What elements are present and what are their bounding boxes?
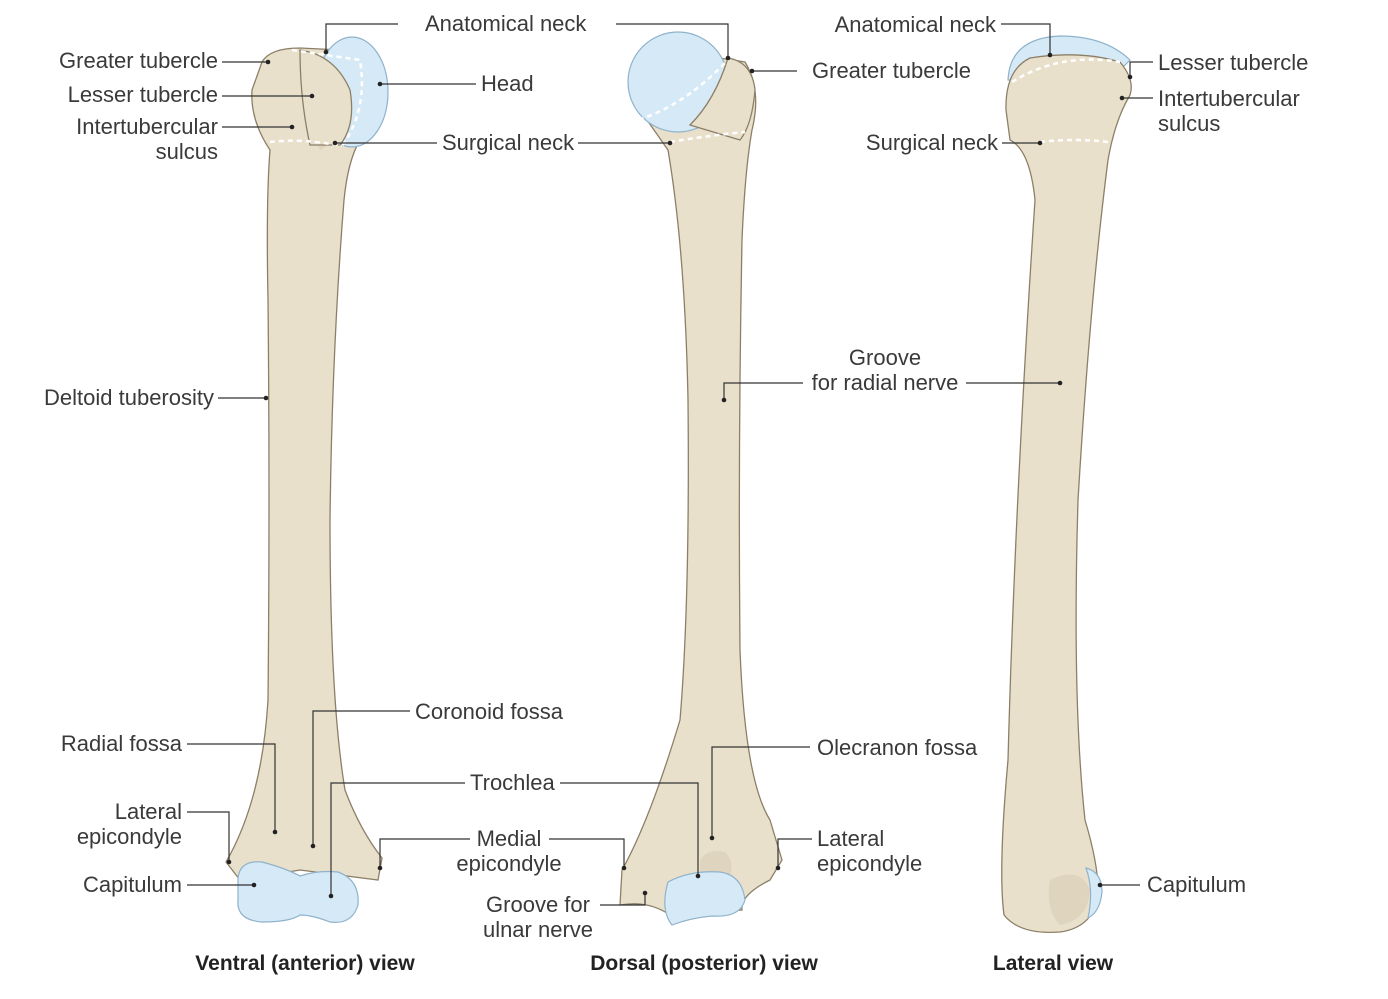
- humerus-lateral: [1001, 35, 1132, 934]
- label-line: Groove: [848, 345, 922, 370]
- label-line: ulnar nerve: [482, 917, 594, 942]
- label-trochlea: Trochlea: [470, 770, 555, 795]
- label-line: Intertubercular: [76, 114, 218, 139]
- label-radial-fossa: Radial fossa: [60, 731, 182, 756]
- humerus-dorsal: [619, 31, 783, 926]
- label-deltoid-tuberosity: Deltoid tuberosity: [44, 385, 214, 410]
- label-capitulum-ventral: Capitulum: [82, 872, 182, 897]
- label-olecranon-fossa: Olecranon fossa: [817, 735, 978, 760]
- title-lateral-view: Lateral view: [992, 952, 1114, 975]
- title-ventral-view: Ventral (anterior) view: [195, 952, 415, 975]
- label-line: epicondyle: [456, 851, 562, 876]
- label-lesser-tubercle-ventral: Lesser tubercle: [67, 82, 218, 107]
- capitulum-cartilage: [1085, 867, 1103, 920]
- title-dorsal-view: Dorsal (posterior) view: [590, 952, 818, 975]
- label-line: epicondyle: [76, 824, 182, 849]
- label-line: sulcus: [1158, 111, 1221, 136]
- label-surgical-neck: Surgical neck: [442, 130, 575, 155]
- label-anatomical-neck-ventral: Anatomical neck: [425, 11, 587, 36]
- label-anatomical-neck-lateral: Anatomical neck: [834, 12, 996, 37]
- humerus-ventral: [225, 36, 389, 923]
- label-line: Lateral: [817, 826, 885, 851]
- label-greater-tubercle-ventral: Greater tubercle: [59, 48, 218, 73]
- label-line: Lateral: [114, 799, 182, 824]
- label-line: Medial: [476, 826, 542, 851]
- label-line: sulcus: [155, 139, 218, 164]
- label-greater-tubercle-dorsal: Greater tubercle: [812, 58, 971, 83]
- capitulum-trochlea-cartilage: [237, 861, 359, 923]
- trochlea-cartilage: [664, 871, 746, 926]
- label-line: Intertubercular: [1158, 86, 1300, 111]
- label-coronoid-fossa: Coronoid fossa: [415, 699, 563, 724]
- label-line: Groove for: [486, 892, 590, 917]
- label-capitulum-lateral: Capitulum: [1147, 872, 1247, 897]
- label-surgical-neck-lateral: Surgical neck: [865, 130, 998, 155]
- label-lesser-tubercle-lateral: Lesser tubercle: [1158, 50, 1309, 75]
- leader-lines: [187, 23, 1153, 906]
- label-line: for radial nerve: [811, 370, 959, 395]
- label-head: Head: [481, 71, 534, 96]
- label-line: epicondyle: [817, 851, 923, 876]
